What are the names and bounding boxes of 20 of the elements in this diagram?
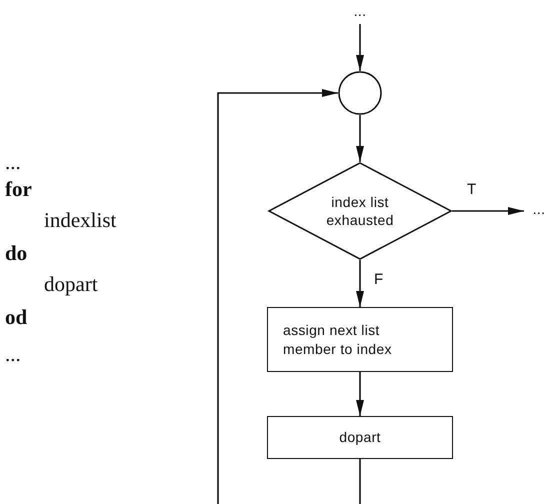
code-keyword: for <box>5 177 32 202</box>
code-line: ... <box>5 150 21 175</box>
code-keyword: do <box>5 241 28 266</box>
arrow <box>356 24 364 71</box>
code-line: ... <box>5 342 21 367</box>
process-box <box>267 416 453 459</box>
arrow <box>217 89 361 504</box>
process-box <box>267 307 453 372</box>
node-text: index list exhausted <box>325 192 395 230</box>
ellipsis: ... <box>532 200 546 218</box>
node-text: dopart <box>339 428 381 447</box>
arrow <box>452 207 524 215</box>
code-line: indexlist <box>44 208 116 233</box>
arrow <box>356 372 364 416</box>
node-text: assign next list member to index <box>283 321 393 358</box>
code-line: dopart <box>44 272 98 297</box>
ellipsis: ... <box>354 2 366 20</box>
arrow <box>356 260 364 307</box>
arrow <box>356 115 364 162</box>
code-keyword: od <box>5 305 28 330</box>
